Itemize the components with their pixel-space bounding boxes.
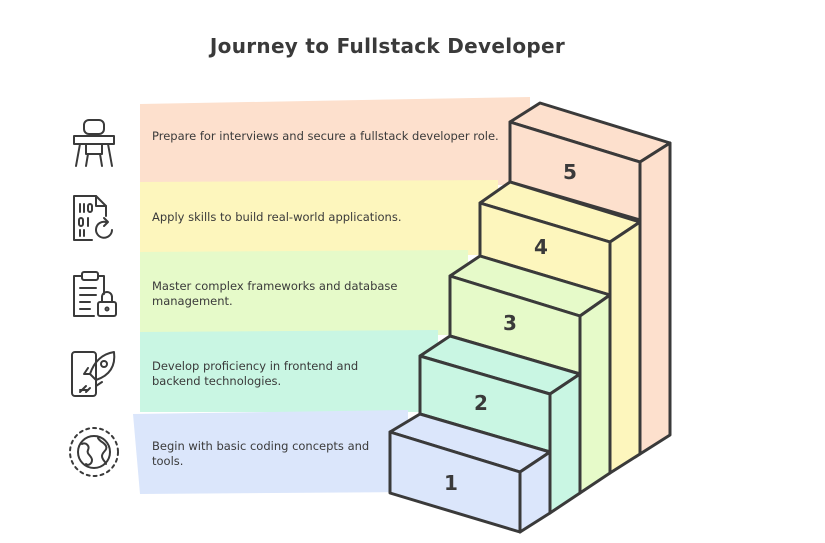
step-3-text: Master complex frameworks and database m… <box>152 279 398 308</box>
step-5-number: 5 <box>563 160 577 184</box>
clipboard-lock-icon <box>73 271 117 317</box>
globe-icon <box>69 427 119 477</box>
step-5-side <box>638 141 672 456</box>
diagram-title: Journey to Fullstack Developer <box>209 34 566 58</box>
step-4-number: 4 <box>534 235 548 259</box>
mobile-rocket-icon <box>71 351 116 397</box>
step-4-side <box>608 220 642 475</box>
step-3-side <box>578 293 612 495</box>
step-2-side <box>548 372 582 515</box>
band-step-4 <box>140 180 498 255</box>
step-4-text: Apply skills to build real-world applica… <box>152 210 402 224</box>
step-1-front <box>388 430 522 534</box>
interview-chair-icon <box>73 119 115 167</box>
step-5-front <box>508 120 642 222</box>
step-2-number: 2 <box>474 391 488 415</box>
step-5-text: Prepare for interviews and secure a full… <box>152 129 499 143</box>
band-step-5 <box>140 97 530 185</box>
band-step-2 <box>140 330 438 412</box>
step-2-text: Develop proficiency in frontend and back… <box>152 359 359 388</box>
step-1-text: Begin with basic coding concepts and too… <box>152 439 370 468</box>
band-step-3 <box>140 250 468 335</box>
binary-file-refresh-icon <box>73 195 113 241</box>
step-3-number: 3 <box>503 311 517 335</box>
step-1-number: 1 <box>444 471 458 495</box>
band-step-1 <box>133 410 408 494</box>
